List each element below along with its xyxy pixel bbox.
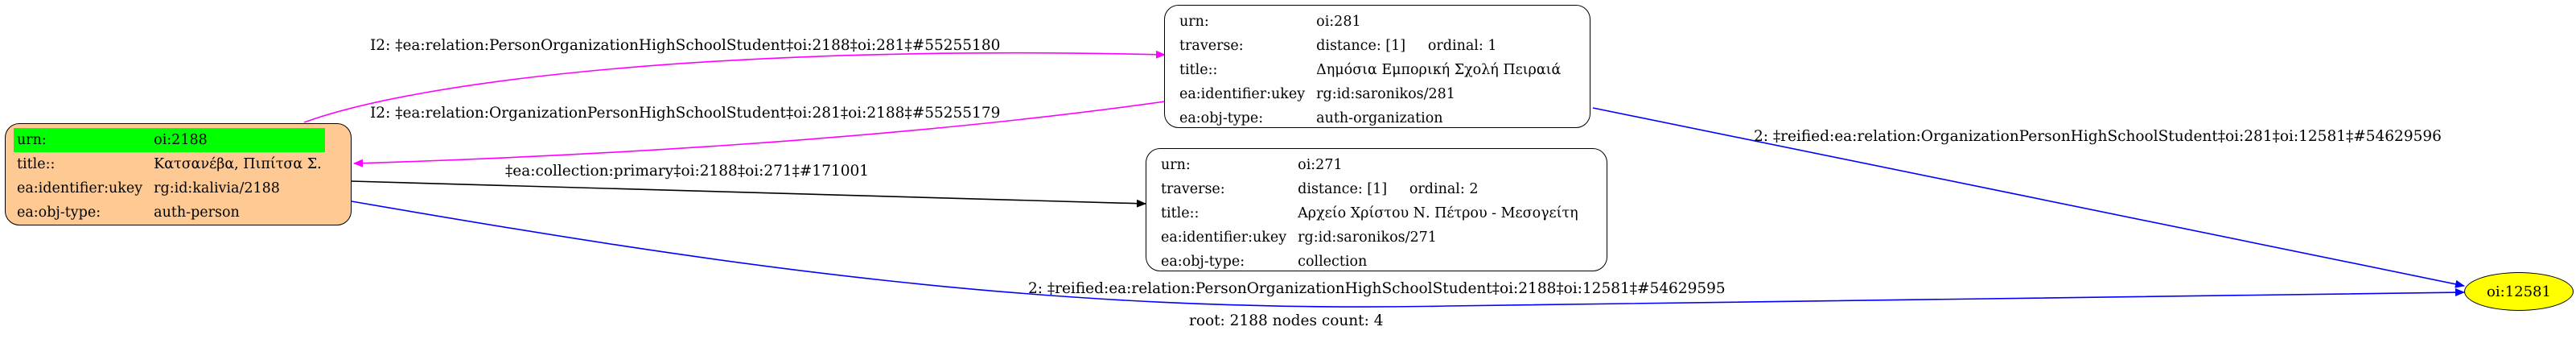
field-key: urn: — [1161, 157, 1191, 173]
table-row: title:: Κατσανέβα, Πιπίτσα Σ. — [14, 152, 325, 176]
table-row: ea:obj-type: collection — [1158, 250, 1582, 274]
edge-label-person-to-reified: 2: ‡reified:ea:relation:PersonOrganizati… — [1028, 280, 1726, 297]
table-row: urn: oi:281 — [1176, 10, 1564, 34]
field-key: ea:obj-type: — [1161, 254, 1245, 270]
field-value: rg:id:saronikos/281 — [1316, 86, 1455, 102]
field-key: title:: — [1179, 62, 1218, 78]
edge-org-to-person — [353, 101, 1166, 167]
edge-label-org-to-person: I2: ‡ea:relation:OrganizationPersonHighS… — [370, 105, 1000, 122]
table-row: urn: oi:2188 — [14, 128, 325, 152]
node-reified-label: oi:12581 — [2487, 283, 2551, 300]
field-value: distance: [1] ordinal: 1 — [1316, 38, 1497, 54]
field-key: ea:obj-type: — [1179, 110, 1264, 126]
table-row: ea:obj-type: auth-organization — [1176, 106, 1564, 130]
field-value: collection — [1298, 254, 1368, 270]
field-value: Κατσανέβα, Πιπίτσα Σ. — [154, 156, 322, 172]
node-organization-table: urn: oi:281 traverse: distance: [1] ordi… — [1176, 10, 1564, 130]
field-value: auth-person — [154, 205, 240, 221]
node-organization[interactable]: urn: oi:281 traverse: distance: [1] ordi… — [1164, 5, 1590, 128]
field-value: distance: [1] ordinal: 2 — [1298, 181, 1479, 197]
field-key: traverse: — [1161, 181, 1225, 197]
field-key: title:: — [1161, 205, 1200, 221]
field-value: rg:id:kalivia/2188 — [154, 180, 280, 196]
field-key: ea:identifier:ukey — [17, 180, 143, 196]
table-row: title:: Δημόσια Εμπορική Σχολή Πειραιά — [1176, 58, 1564, 82]
table-row: ea:obj-type: auth-person — [14, 201, 325, 225]
field-value: Αρχείο Χρίστου Ν. Πέτρου - Μεσογείτη — [1298, 205, 1578, 221]
table-row: ea:identifier:ukey rg:id:saronikos/281 — [1176, 82, 1564, 106]
table-row: ea:identifier:ukey rg:id:saronikos/271 — [1158, 225, 1582, 250]
field-key: ea:obj-type: — [17, 205, 101, 221]
edge-label-person-to-org: I2: ‡ea:relation:PersonOrganizationHighS… — [370, 37, 1000, 54]
table-row: urn: oi:271 — [1158, 153, 1582, 177]
field-value: Δημόσια Εμπορική Σχολή Πειραιά — [1316, 62, 1562, 78]
graph-footer: root: 2188 nodes count: 4 — [1189, 312, 1384, 329]
table-row: traverse: distance: [1] ordinal: 1 — [1176, 34, 1564, 58]
edge-label-person-to-collection: ‡ea:collection:primary‡oi:2188‡oi:271‡#1… — [505, 163, 869, 180]
field-key: ea:identifier:ukey — [1179, 86, 1306, 102]
edge-person-to-collection — [351, 180, 1146, 208]
table-row: title:: Αρχείο Χρίστου Ν. Πέτρου - Μεσογ… — [1158, 201, 1582, 225]
edge-person-to-org — [303, 50, 1166, 123]
field-key: urn: — [1179, 14, 1209, 30]
field-value: rg:id:saronikos/271 — [1298, 229, 1437, 246]
edge-org-to-reified — [1592, 107, 2465, 288]
field-key: title:: — [17, 156, 56, 172]
node-reified[interactable]: oi:12581 — [2464, 272, 2574, 311]
field-value: auth-organization — [1316, 110, 1443, 126]
field-key: ea:identifier:ukey — [1161, 229, 1287, 246]
field-value: oi:2188 — [154, 132, 208, 148]
table-row: traverse: distance: [1] ordinal: 2 — [1158, 177, 1582, 201]
field-value: oi:281 — [1316, 14, 1361, 30]
node-collection-table: urn: oi:271 traverse: distance: [1] ordi… — [1158, 153, 1582, 274]
node-collection[interactable]: urn: oi:271 traverse: distance: [1] ordi… — [1146, 148, 1607, 271]
node-person[interactable]: urn: oi:2188 title:: Κατσανέβα, Πιπίτσα … — [5, 123, 352, 225]
node-person-table: urn: oi:2188 title:: Κατσανέβα, Πιπίτσα … — [14, 128, 325, 225]
field-key: traverse: — [1179, 38, 1244, 54]
table-row: ea:identifier:ukey rg:id:kalivia/2188 — [14, 176, 325, 201]
edge-label-org-to-reified: 2: ‡reified:ea:relation:OrganizationPers… — [1754, 128, 2442, 145]
field-value: oi:271 — [1298, 157, 1343, 173]
field-key: urn: — [17, 132, 47, 148]
